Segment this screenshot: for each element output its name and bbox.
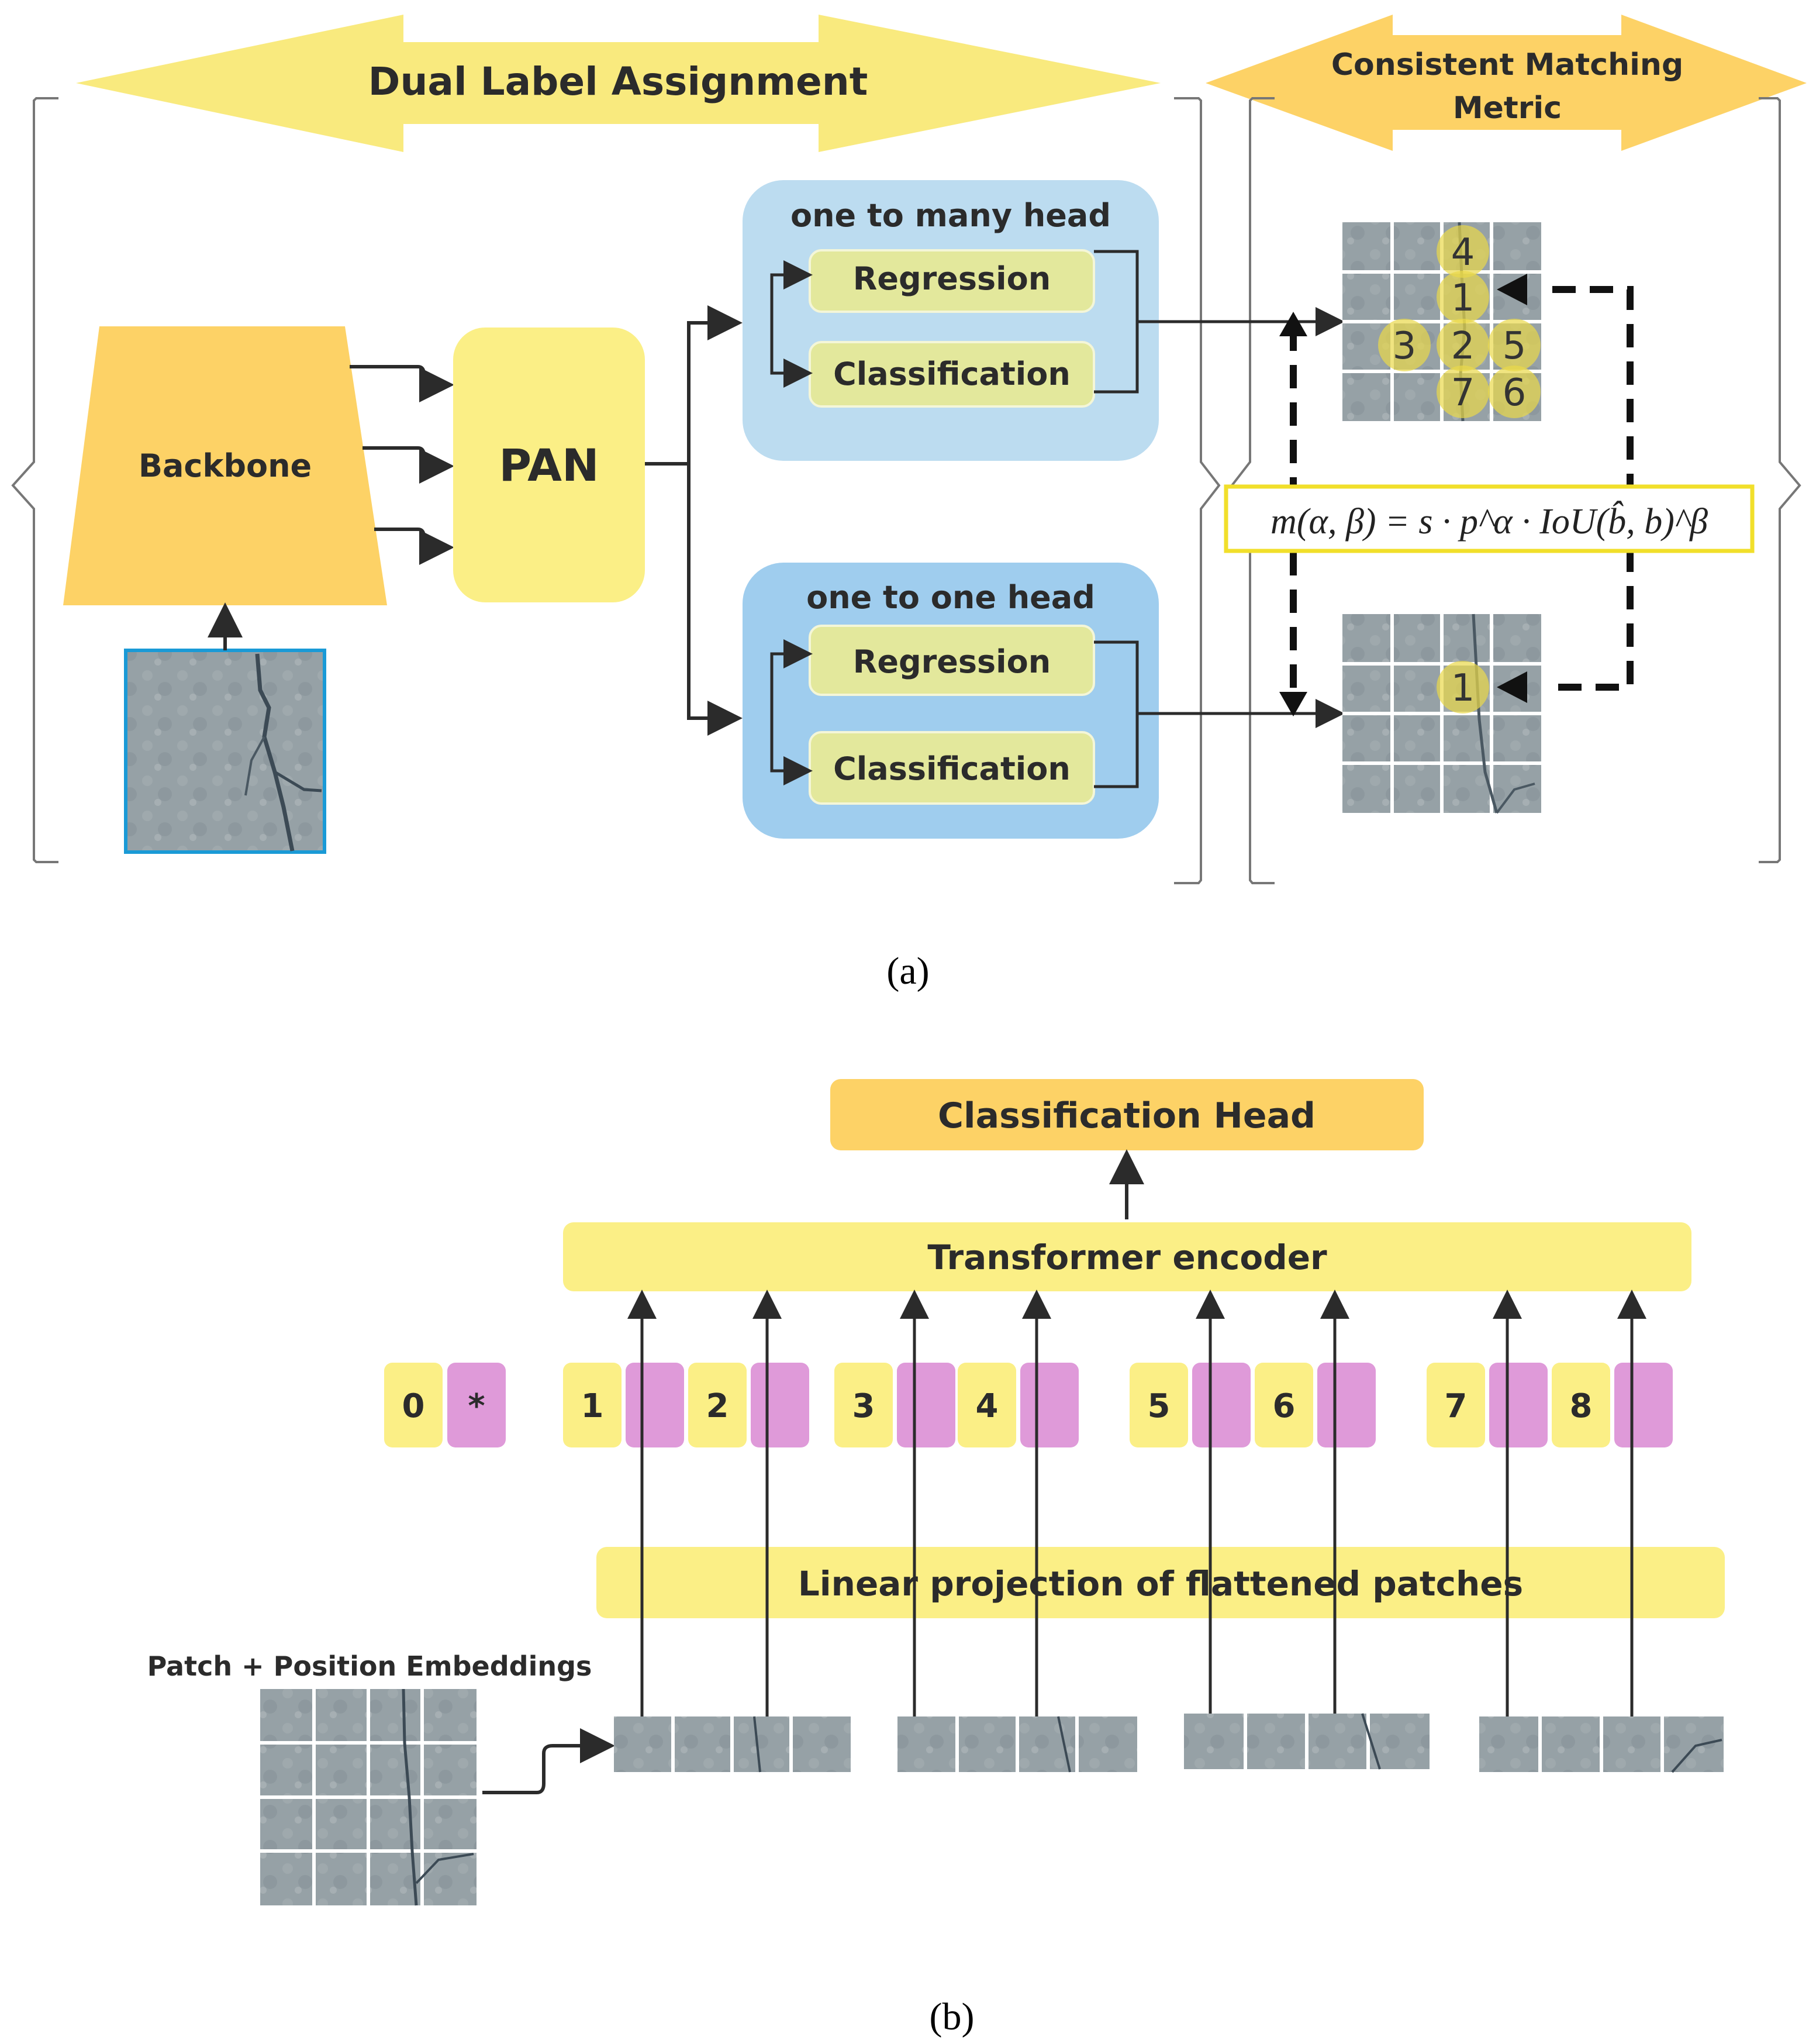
- backbone-label: Backbone: [139, 447, 312, 484]
- part-a: Dual Label Assignment Consistent Matchin…: [11, 15, 1807, 992]
- backbone: Backbone: [63, 326, 387, 605]
- linear-projection: Linear projection of flattened patches: [596, 1547, 1725, 1618]
- classification-head: Classification Head: [830, 1079, 1424, 1150]
- patch-embeddings-label: Patch + Position Embeddings: [147, 1650, 592, 1682]
- o2m-classification: Classification: [833, 356, 1071, 392]
- o2o-patch-grid: 1: [1342, 613, 1541, 814]
- metric-formula-box: m(α, β) = s · p^α · IoU(b̂, b)^β: [1224, 484, 1755, 553]
- matching-metric-line1: Consistent Matching: [1331, 47, 1683, 82]
- dual-label-arrow: Dual Label Assignment: [76, 15, 1161, 152]
- token-3: 3: [852, 1387, 875, 1425]
- token-row: 0 * 1 2 3 4 5 6 7 8: [384, 1363, 1673, 1447]
- caption-b: (b): [930, 1995, 975, 2038]
- grid-number-5: 5: [1503, 325, 1527, 368]
- pan-label: PAN: [499, 439, 599, 491]
- flattened-patches: [614, 1713, 1724, 1773]
- o2m-title: one to many head: [790, 197, 1111, 234]
- patch-strip-2: [897, 1716, 1137, 1773]
- right-brace: [1759, 97, 1801, 863]
- grid-number-6: 6: [1503, 371, 1527, 415]
- token-0: 0: [402, 1387, 425, 1425]
- grid-number-4: 4: [1451, 231, 1475, 274]
- linear-projection-label: Linear projection of flattened patches: [798, 1564, 1523, 1604]
- o2m-patch-grid: 4 1 3 2 5 7 6: [1342, 222, 1541, 422]
- one-to-one-head: one to one head Regression Classificatio…: [743, 563, 1159, 839]
- token-4: 4: [976, 1387, 999, 1425]
- grid-to-patches-arrow: [482, 1728, 615, 1794]
- patch-grid-b: [260, 1688, 477, 1906]
- grid-number-7: 7: [1451, 371, 1475, 415]
- caption-a: (a): [886, 950, 929, 992]
- o2o-classification: Classification: [833, 750, 1071, 787]
- token-8: 8: [1570, 1387, 1593, 1425]
- metric-formula: m(α, β) = s · p^α · IoU(b̂, b)^β: [1270, 501, 1708, 542]
- grid-number-1: 1: [1451, 277, 1475, 320]
- grid-number-3: 3: [1393, 325, 1417, 368]
- token-2: 2: [706, 1387, 729, 1425]
- dual-label-text: Dual Label Assignment: [368, 59, 868, 104]
- matching-metric-arrow: Consistent Matching Metric: [1206, 15, 1807, 151]
- transformer-encoder-label: Transformer encoder: [927, 1238, 1327, 1277]
- backbone-to-pan-arrows: [350, 365, 454, 565]
- pan-block: PAN: [453, 328, 645, 602]
- grid-number-2: 2: [1451, 325, 1475, 368]
- left-brace: [11, 97, 58, 863]
- o2o-regression: Regression: [853, 643, 1051, 680]
- classification-head-label: Classification Head: [938, 1095, 1316, 1136]
- o2o-title: one to one head: [806, 579, 1095, 616]
- input-image: [124, 649, 326, 854]
- patch-strip-3: [1184, 1713, 1430, 1770]
- o2m-regression: Regression: [853, 260, 1051, 297]
- token-1: 1: [581, 1387, 604, 1425]
- pan-to-heads-arrows: [645, 305, 743, 736]
- one-to-many-head: one to many head Regression Classificati…: [743, 180, 1159, 461]
- o2o-grid-number: 1: [1451, 667, 1475, 710]
- part-b: Classification Head Transformer encoder …: [147, 1079, 1725, 2038]
- matching-metric-line2: Metric: [1453, 91, 1562, 126]
- class-token: *: [468, 1387, 485, 1425]
- token-6: 6: [1273, 1387, 1296, 1425]
- patch-strip-1: [614, 1716, 851, 1773]
- transformer-encoder: Transformer encoder: [563, 1222, 1691, 1291]
- token-5: 5: [1148, 1387, 1171, 1425]
- dashed-arrowheads: [1279, 274, 1527, 716]
- patch-to-encoder-arrows: [627, 1290, 1646, 1716]
- patch-strip-4: [1479, 1716, 1724, 1773]
- token-7: 7: [1445, 1387, 1468, 1425]
